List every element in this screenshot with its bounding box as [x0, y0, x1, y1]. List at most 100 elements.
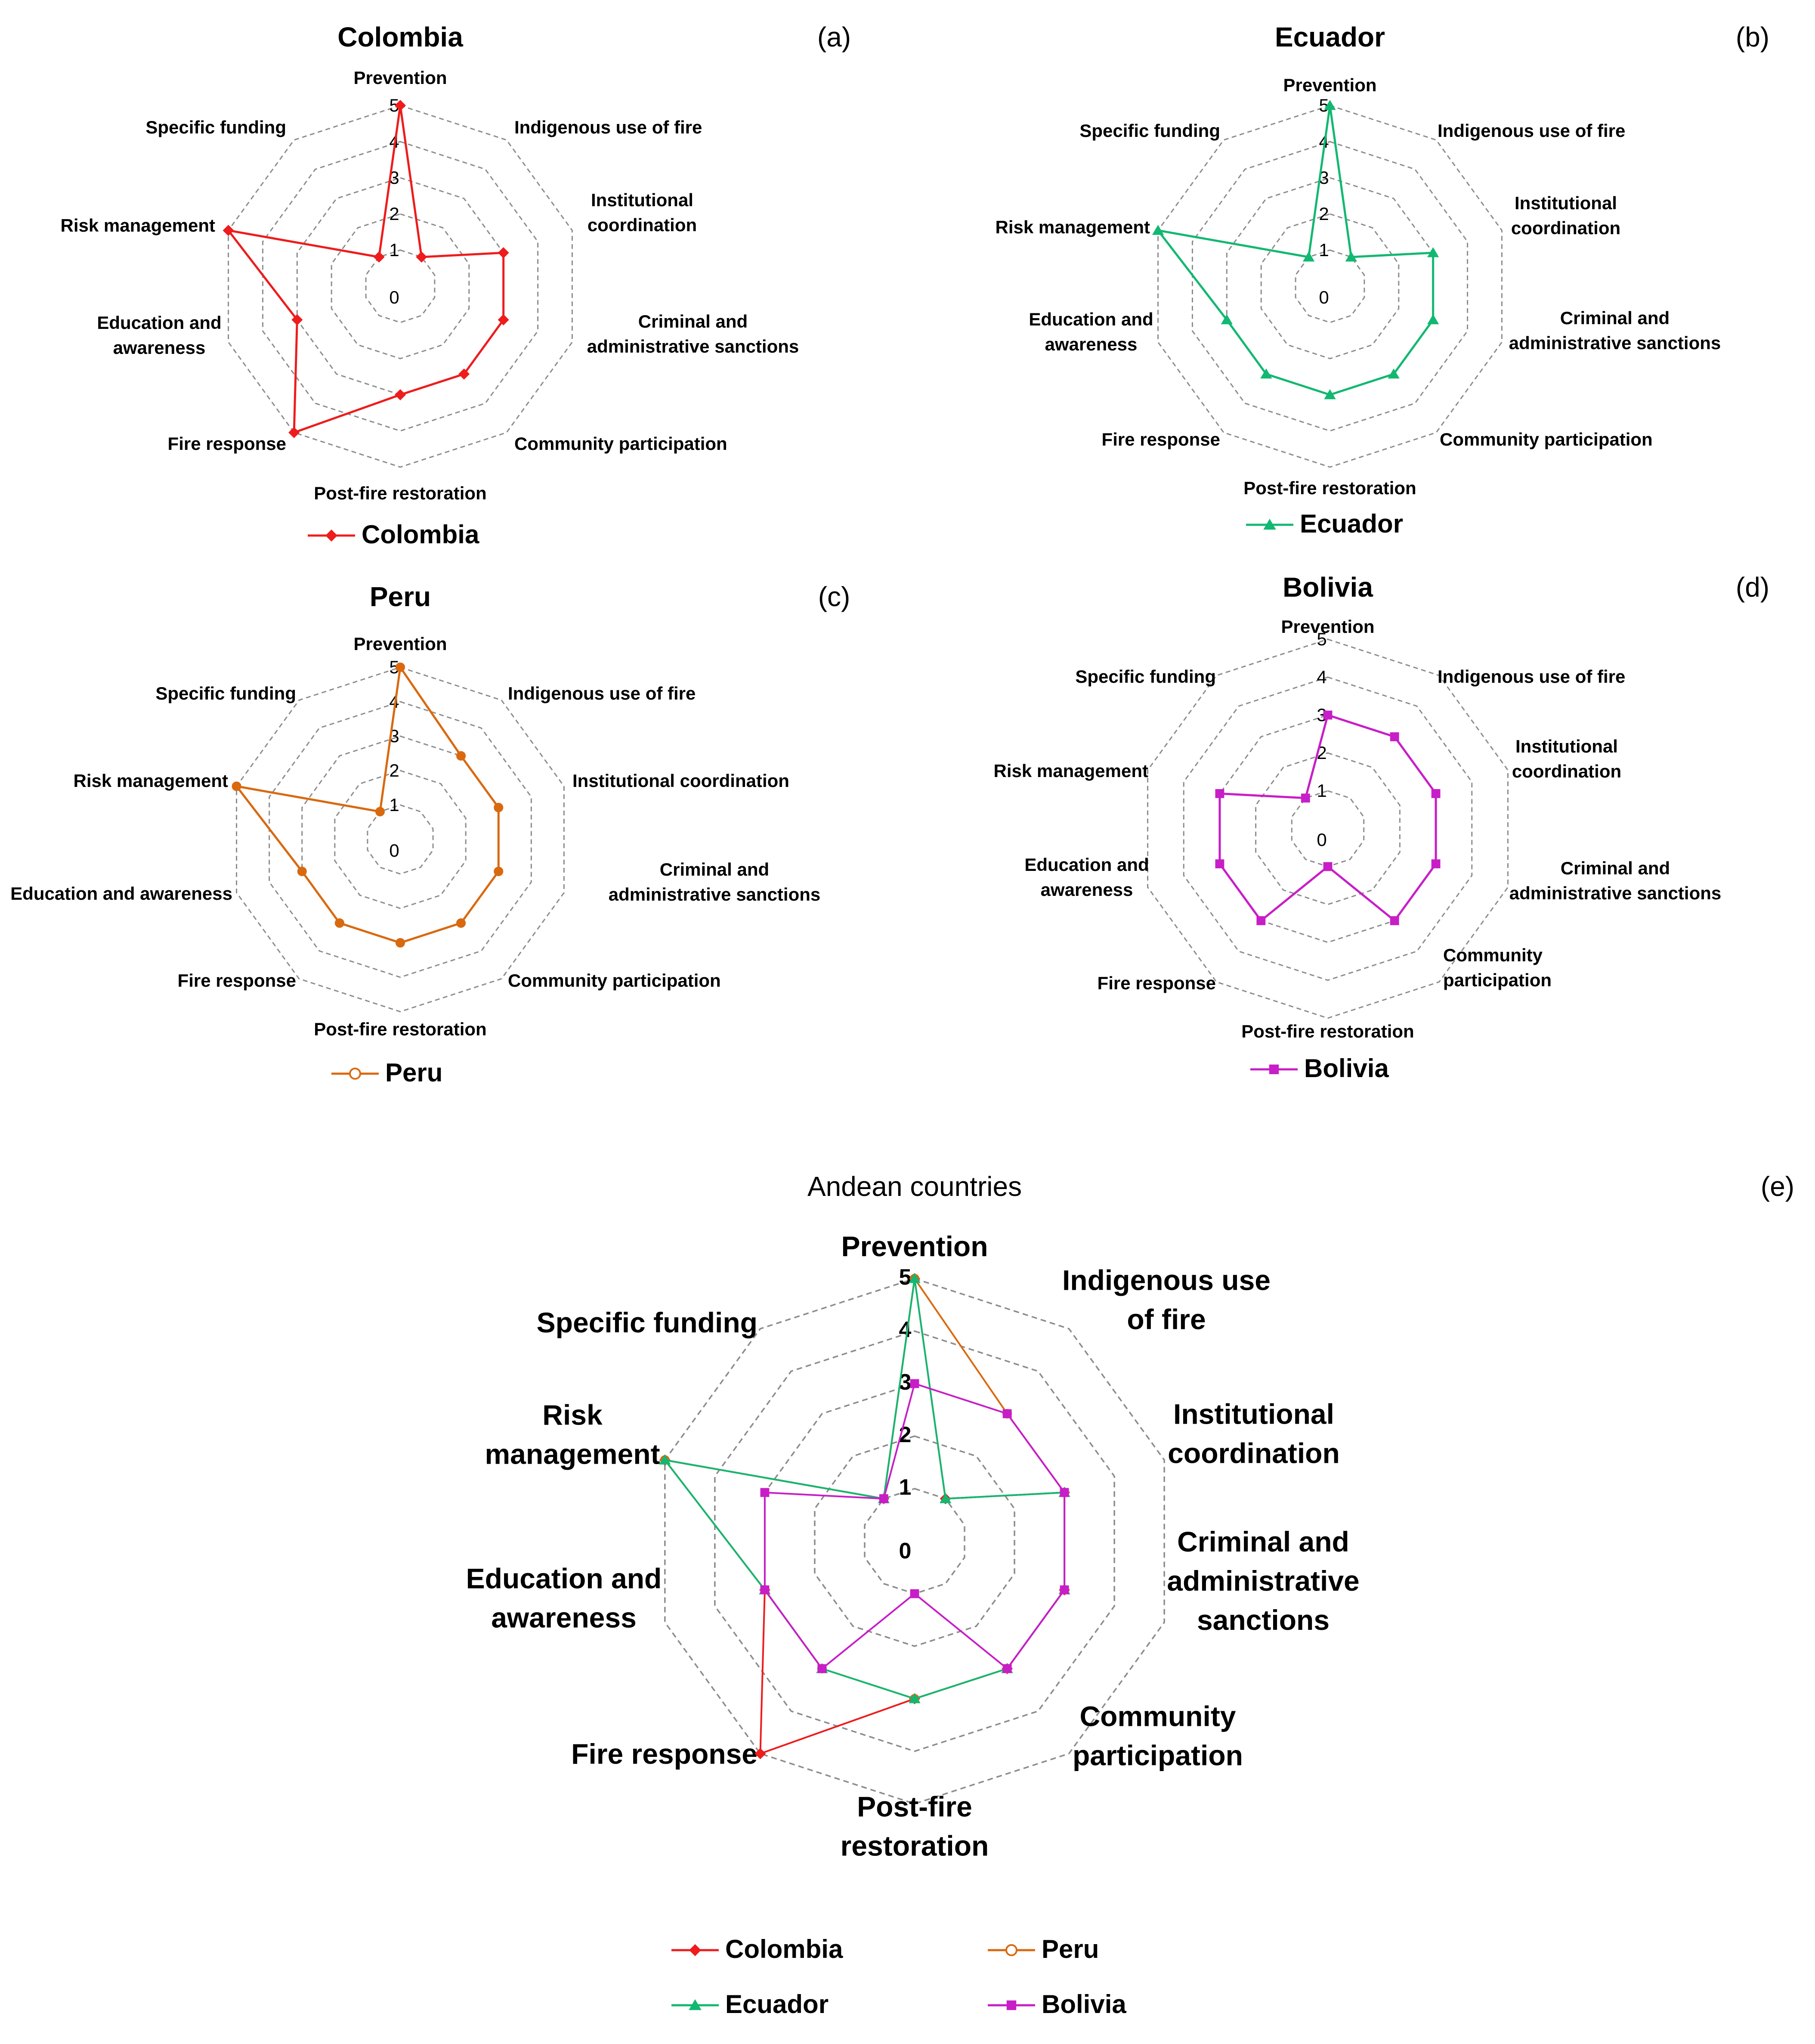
- data-point-peru-post-fire-restoration: [395, 938, 405, 948]
- axis-label-line: sanctions: [1197, 1604, 1330, 1636]
- tick-label-5: 5: [1317, 629, 1326, 649]
- legend-label: Ecuador: [1300, 509, 1403, 538]
- data-point-ecuador-education-and-awareness: [1221, 314, 1233, 325]
- axis-label-risk-management: Risk management: [61, 215, 215, 235]
- series-bolivia: [1215, 710, 1441, 925]
- axis-label-line: administrative sanctions: [1509, 883, 1722, 903]
- data-point-bolivia-prevention: [910, 1379, 919, 1388]
- axis-label-line: Education and: [97, 313, 221, 333]
- axis-label-specific-funding: Specific funding: [537, 1307, 758, 1338]
- axis-label-line: administrative: [1167, 1565, 1360, 1597]
- axis-label-fire-response: Fire response: [1102, 429, 1220, 449]
- data-point-ecuador-fire-response: [1260, 368, 1272, 379]
- axis-label-specific-funding: Specific funding: [1079, 121, 1220, 141]
- series-line-bolivia: [1218, 713, 1437, 923]
- legend-marker: [1269, 1064, 1279, 1075]
- axis-label-line: Prevention: [1283, 75, 1376, 95]
- legend-label: Peru: [385, 1058, 442, 1087]
- grid-ring: [365, 249, 436, 323]
- data-point-bolivia-fire-response: [1256, 916, 1266, 925]
- data-point-ecuador-institutional-coordination: [1427, 247, 1439, 257]
- legend-item-bolivia: Bolivia: [1250, 1054, 1389, 1083]
- chart-title: Peru: [370, 581, 431, 612]
- axis-label-prevention: Prevention: [841, 1230, 988, 1262]
- axis-label-line: Post-fire restoration: [314, 1019, 486, 1039]
- axis-label-line: Fire response: [1098, 973, 1216, 993]
- grid-ring: [296, 177, 504, 396]
- axis-label-line: Criminal and: [1177, 1526, 1349, 1558]
- data-point-ecuador-prevention: [1324, 100, 1336, 110]
- data-point-bolivia-community-participation: [1002, 1664, 1012, 1673]
- legend-marker: [1263, 519, 1276, 530]
- series-bolivia: [760, 1379, 1069, 1673]
- data-point-ecuador-post-fire-restoration: [1324, 389, 1336, 400]
- axis-label-line: restoration: [841, 1830, 989, 1862]
- grid-ring: [664, 1278, 1165, 1805]
- data-point-peru-institutional-coordination: [494, 802, 504, 812]
- axis-label-prevention: Prevention: [1281, 616, 1374, 637]
- axis-label-line: administrative sanctions: [587, 336, 799, 356]
- axis-label-post-fire-restoration: Post-fire restoration: [841, 1790, 989, 1861]
- data-point-colombia-community-participation: [458, 368, 470, 380]
- series-colombia: [223, 100, 509, 438]
- axis-label-post-fire-restoration: Post-fire restoration: [314, 483, 486, 503]
- tick-label-5: 5: [389, 95, 399, 115]
- series-line-peru: [234, 664, 500, 944]
- axis-label-education-and-awareness: Education and awareness: [10, 883, 232, 904]
- legend-item-colombia: Colombia: [671, 1935, 843, 1963]
- data-point-bolivia-specific-funding: [879, 1494, 888, 1503]
- panel-label: (b): [1736, 22, 1769, 53]
- data-point-ecuador-risk-management: [659, 1454, 671, 1465]
- data-point-bolivia-prevention: [1323, 710, 1333, 720]
- axis-label-prevention: Prevention: [353, 68, 447, 88]
- series-line-bolivia: [764, 1382, 1066, 1670]
- axis-label-line: Post-fire: [857, 1790, 972, 1822]
- axis-label-line: Risk management: [61, 215, 215, 235]
- legend-label: Ecuador: [725, 1990, 829, 2019]
- axis-label-line: Prevention: [353, 68, 447, 88]
- data-point-bolivia-fire-response: [817, 1664, 827, 1673]
- tick-label-2: 2: [1319, 204, 1329, 224]
- axis-label-line: awareness: [491, 1602, 637, 1634]
- legend-marker: [325, 530, 337, 542]
- legend-marker: [689, 1944, 701, 1956]
- axis-label-line: Post-fire restoration: [1241, 1021, 1414, 1041]
- axis-label-criminal-and-administrative-sanctions: Criminal and administrative sanctions: [1167, 1526, 1360, 1636]
- data-point-ecuador-specific-funding: [1302, 251, 1315, 262]
- data-point-colombia-risk-management: [223, 225, 234, 236]
- tick-label-1: 1: [1319, 240, 1329, 260]
- legend-item-peru: Peru: [988, 1935, 1099, 1963]
- data-point-peru-education-and-awareness: [297, 867, 307, 876]
- axis-label-line: Risk: [542, 1399, 603, 1431]
- axis-label-line: Indigenous use of fire: [514, 117, 702, 137]
- tick-label-4: 4: [1317, 667, 1326, 687]
- axis-label-line: participation: [1073, 1740, 1243, 1771]
- data-point-peru-prevention: [395, 662, 405, 672]
- axis-label-line: Community participation: [508, 970, 721, 991]
- axis-label-line: Community: [1443, 945, 1543, 965]
- data-point-bolivia-community-participation: [1390, 916, 1399, 925]
- legend-marker: [1005, 1944, 1017, 1956]
- axis-label-line: Prevention: [353, 634, 447, 654]
- data-point-colombia-post-fire-restoration: [395, 389, 406, 400]
- axis-label-line: Indigenous use of fire: [1438, 666, 1625, 687]
- axis-label-risk-management: Risk management: [996, 217, 1150, 237]
- data-point-peru-community-participation: [456, 918, 466, 928]
- grid-ring: [367, 804, 434, 875]
- axis-label-post-fire-restoration: Post-fire restoration: [1243, 478, 1416, 498]
- axis-label-line: Education and awareness: [10, 883, 232, 904]
- legend-label: Peru: [1042, 1935, 1099, 1963]
- chart-title: Bolivia: [1283, 572, 1373, 603]
- axis-label-community-participation: Community participation: [508, 970, 721, 991]
- axis-label-line: Fire response: [178, 970, 296, 991]
